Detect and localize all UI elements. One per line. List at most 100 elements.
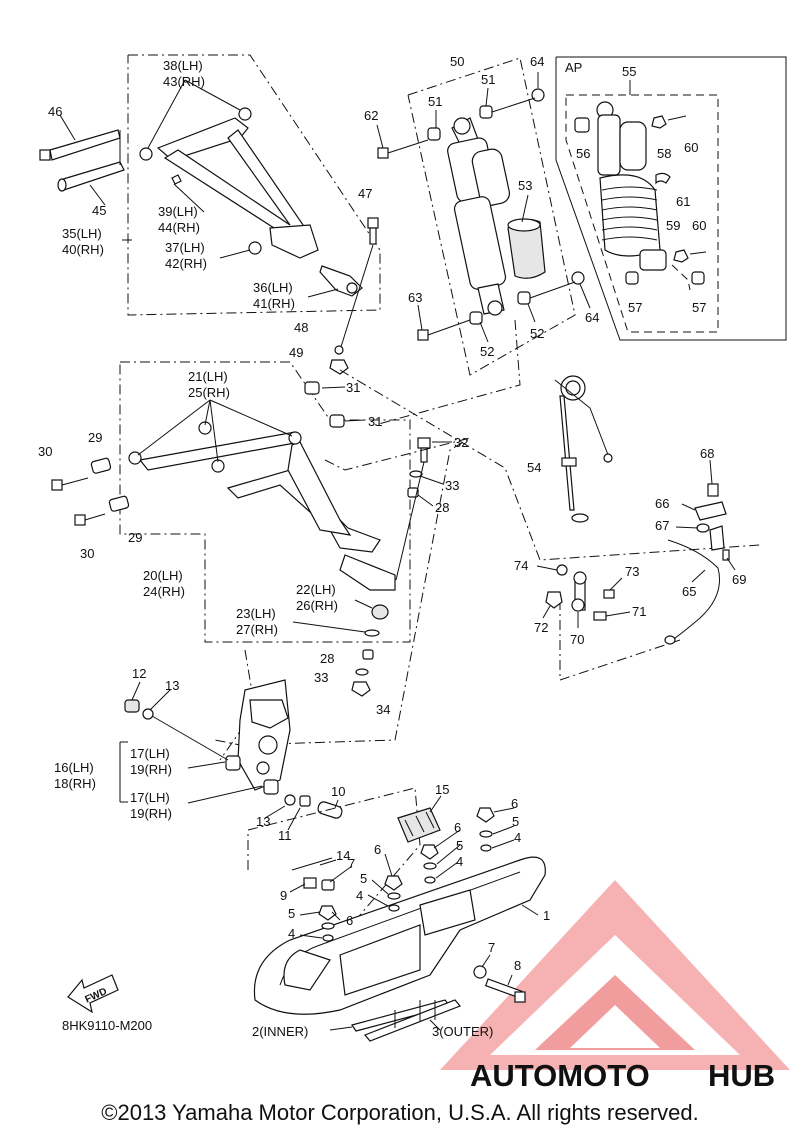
label-p5d: 5 bbox=[288, 906, 295, 921]
lower-a-arm[interactable] bbox=[128, 421, 396, 591]
label-p24: 24(RH) bbox=[143, 584, 185, 599]
shaft-45[interactable] bbox=[57, 161, 125, 192]
label-p32: 32 bbox=[454, 435, 468, 450]
shock-absorber-55[interactable] bbox=[596, 101, 667, 271]
label-p5c: 5 bbox=[360, 871, 367, 886]
label-p74: 74 bbox=[514, 558, 528, 573]
fastener-stack-d[interactable] bbox=[318, 905, 337, 942]
fwd-arrow-icon: FWD bbox=[67, 974, 119, 1014]
lower-arm-group-box bbox=[119, 361, 411, 643]
label-p43: 43(RH) bbox=[163, 74, 205, 89]
bolt-32[interactable] bbox=[417, 437, 431, 463]
watermark-text: AUTOMOTO HUB bbox=[470, 1058, 775, 1093]
label-p37: 37(LH) bbox=[165, 240, 205, 255]
fastener-stack-c[interactable] bbox=[384, 875, 403, 912]
label-p51b: 51 bbox=[428, 94, 442, 109]
collar-28b bbox=[362, 649, 374, 660]
label-p22: 22(LH) bbox=[296, 582, 336, 597]
fastener-stack-a[interactable] bbox=[476, 807, 495, 852]
label-p13b: 13 bbox=[256, 814, 270, 829]
bolt-30b[interactable] bbox=[74, 513, 106, 526]
label-p30a: 30 bbox=[38, 444, 52, 459]
collar-57a bbox=[625, 271, 639, 285]
bolt-47[interactable] bbox=[367, 217, 379, 245]
label-p28a: 28 bbox=[435, 500, 449, 515]
washer-33b bbox=[355, 668, 369, 676]
hose-65[interactable] bbox=[664, 539, 720, 645]
label-p13a: 13 bbox=[165, 678, 179, 693]
collar-7a bbox=[321, 879, 335, 891]
label-p63: 63 bbox=[408, 290, 422, 305]
label-p6b: 6 bbox=[454, 820, 461, 835]
upper-ball-joint[interactable] bbox=[319, 265, 363, 297]
pressure-gauge-54[interactable] bbox=[554, 375, 613, 523]
label-p39: 39(LH) bbox=[158, 204, 198, 219]
label-p66: 66 bbox=[655, 496, 669, 511]
washer-74 bbox=[556, 564, 568, 576]
pin-14 bbox=[291, 857, 333, 871]
washer-13a bbox=[142, 708, 154, 720]
label-p19a: 19(RH) bbox=[130, 762, 172, 777]
label-p26: 26(RH) bbox=[296, 598, 338, 613]
label-p31a: 31 bbox=[346, 380, 360, 395]
label-p69: 69 bbox=[732, 572, 746, 587]
bracket-67b bbox=[709, 525, 725, 551]
label-p6c: 6 bbox=[374, 842, 381, 857]
label-p56: 56 bbox=[576, 146, 590, 161]
link-rod-70[interactable] bbox=[571, 571, 587, 612]
label-p11: 11 bbox=[278, 828, 292, 843]
label-p51a: 51 bbox=[481, 72, 495, 87]
ap-label: AP bbox=[565, 60, 582, 75]
label-p64a: 64 bbox=[530, 54, 544, 69]
label-p57b: 57 bbox=[692, 300, 706, 315]
washer-48 bbox=[334, 345, 344, 355]
label-p64b: 64 bbox=[585, 310, 599, 325]
shock-group-box bbox=[407, 57, 576, 376]
washer-33a bbox=[409, 470, 423, 478]
label-p17b: 17(LH) bbox=[130, 790, 170, 805]
bushing-52b bbox=[517, 291, 531, 305]
label-p5b: 5 bbox=[456, 838, 463, 853]
label-p4c: 4 bbox=[356, 888, 363, 903]
label-p58: 58 bbox=[657, 146, 671, 161]
label-p29a: 29 bbox=[88, 430, 102, 445]
label-p4b: 4 bbox=[456, 854, 463, 869]
callout-labels: 38(LH) 43(RH) 46 45 39(LH) 44(RH) 35(LH)… bbox=[38, 54, 746, 1039]
shock-absorber-50[interactable] bbox=[446, 117, 511, 316]
watermark-logo bbox=[440, 880, 790, 1070]
bushing-31b bbox=[329, 414, 345, 428]
bracket-61 bbox=[655, 172, 671, 185]
label-p15: 15 bbox=[435, 782, 449, 797]
bolt-8[interactable] bbox=[484, 978, 526, 1003]
wear-bar-3-outer[interactable] bbox=[364, 999, 461, 1042]
shaft-46[interactable] bbox=[39, 129, 121, 161]
nut-58 bbox=[651, 115, 667, 129]
label-p21: 21(LH) bbox=[188, 369, 228, 384]
bushing-51b bbox=[479, 105, 493, 119]
nut-72 bbox=[545, 591, 563, 609]
collar-64a bbox=[531, 88, 545, 102]
label-p17a: 17(LH) bbox=[130, 746, 170, 761]
label-p23: 23(LH) bbox=[236, 606, 276, 621]
fastener-stack-b[interactable] bbox=[420, 844, 439, 884]
label-p2: 2(INNER) bbox=[252, 1024, 308, 1039]
label-p47: 47 bbox=[358, 186, 372, 201]
ski-stopper-15[interactable] bbox=[397, 807, 441, 843]
label-p28b: 28 bbox=[320, 651, 334, 666]
label-p30b: 30 bbox=[80, 546, 94, 561]
label-p27: 27(RH) bbox=[236, 622, 278, 637]
washer-23 bbox=[364, 629, 380, 637]
upper-a-arm[interactable] bbox=[139, 107, 319, 259]
label-p3: 3(OUTER) bbox=[432, 1024, 493, 1039]
bolt-62[interactable] bbox=[377, 139, 429, 159]
pin-10 bbox=[317, 801, 343, 819]
bolt-30a[interactable] bbox=[51, 477, 89, 491]
label-p33b: 33 bbox=[314, 670, 328, 685]
label-p59: 59 bbox=[666, 218, 680, 233]
label-p48: 48 bbox=[294, 320, 308, 335]
ski-1[interactable] bbox=[253, 856, 546, 1015]
watermark-text-b: HUB bbox=[708, 1058, 775, 1093]
ski-spindle[interactable] bbox=[237, 679, 291, 791]
bolt-63[interactable] bbox=[417, 319, 471, 341]
